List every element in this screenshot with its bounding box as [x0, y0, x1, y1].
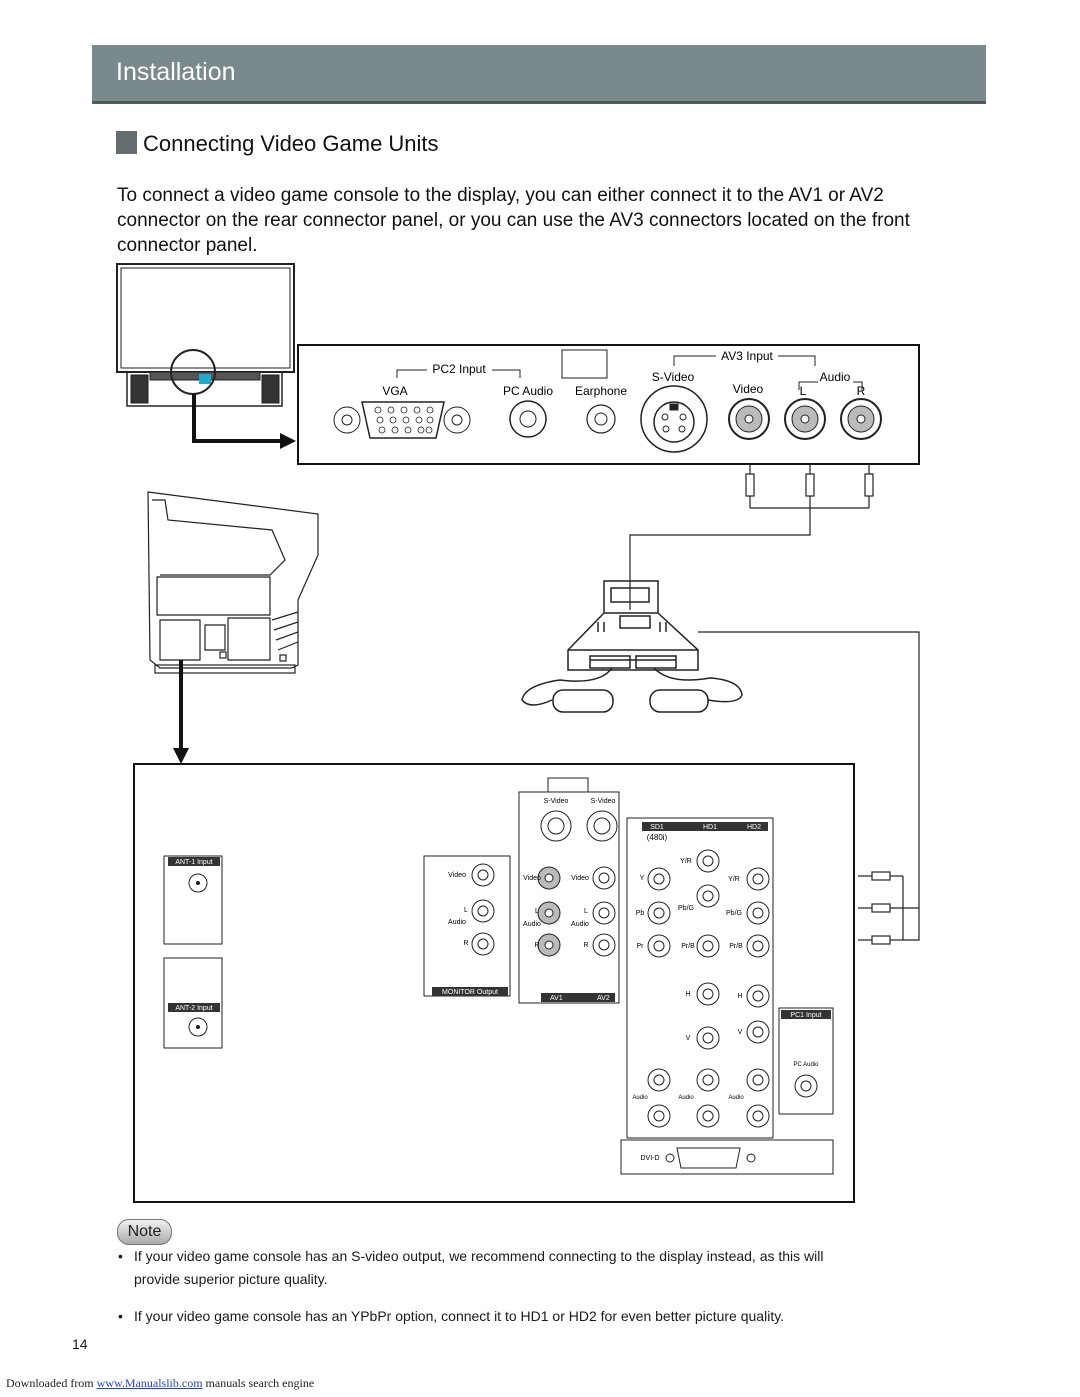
svg-text:Audio: Audio — [571, 921, 589, 928]
rear-connector-panel: ANT-1 Input ANT-2 Input MONITOR Output V… — [133, 763, 855, 1203]
audio-l-label: L — [800, 384, 807, 398]
game-console-icon — [521, 580, 743, 713]
svg-text:Audio: Audio — [678, 1095, 694, 1101]
earphone-label: Earphone — [575, 384, 627, 398]
av2-label: AV2 — [597, 995, 610, 1002]
svg-text:R: R — [583, 942, 588, 949]
svg-text:L: L — [584, 908, 588, 915]
pc-audio-jack-icon — [509, 400, 547, 438]
note-bullet-2-text: If your video game console has an YPbPr … — [134, 1308, 785, 1324]
svg-text:Audio: Audio — [632, 1095, 648, 1101]
audio-r-rca-icon — [840, 398, 882, 440]
svg-text:Audio: Audio — [523, 921, 541, 928]
tv-rear-view — [147, 491, 319, 674]
section-square-icon — [116, 131, 137, 154]
svg-text:R: R — [463, 940, 468, 947]
note-bullet-1-line1: If your video game console has an S-vide… — [134, 1248, 824, 1264]
note-badge: Note — [117, 1219, 172, 1245]
svg-text:Y/R: Y/R — [680, 858, 692, 865]
footer-prefix: Downloaded from — [6, 1376, 97, 1390]
svg-text:Pb/G: Pb/G — [726, 910, 742, 917]
av2-video-label: Video — [571, 875, 589, 882]
download-footer: Downloaded from www.Manualslib.com manua… — [6, 1376, 314, 1391]
svg-text:L: L — [464, 907, 468, 914]
footer-suffix: manuals search engine — [202, 1376, 315, 1390]
console-to-rear-cable — [698, 631, 920, 945]
vga-label: VGA — [382, 384, 407, 398]
section-header-bar: Installation — [92, 45, 986, 104]
video-rca-icon — [728, 398, 770, 440]
svg-text:R: R — [534, 942, 539, 949]
av3-cables — [629, 464, 874, 610]
av2-svideo-label: S-Video — [591, 798, 616, 805]
audio-l-rca-icon — [784, 398, 826, 440]
svg-text:Y/R: Y/R — [728, 876, 740, 883]
audio-r-label: R — [857, 384, 866, 398]
svg-text:V: V — [738, 1029, 743, 1036]
monitor-audio-label: Audio — [448, 919, 466, 926]
monitor-output-label: MONITOR Output — [442, 989, 498, 996]
av1-video-label: Video — [523, 875, 541, 882]
note-bullet-1-line2: provide superior picture quality. — [134, 1271, 328, 1287]
note-badge-label: Note — [127, 1223, 162, 1240]
header-title: Installation — [116, 58, 236, 86]
connection-diagram: PC2 Input VGA PC Audio Earphone AV3 Inpu… — [116, 263, 920, 1203]
pc1-input-label: PC1 Input — [790, 1012, 821, 1019]
svg-text:Audio: Audio — [728, 1095, 744, 1101]
svg-text:Y: Y — [640, 875, 645, 882]
sd1-label: SD1 — [650, 824, 664, 831]
av3-input-label: AV3 Input — [721, 349, 773, 363]
dvi-d-label: DVI-D — [640, 1155, 659, 1162]
av1-label: AV1 — [550, 995, 563, 1002]
svg-text:H: H — [737, 993, 742, 1000]
intro-paragraph: To connect a video game console to the d… — [117, 185, 910, 256]
ant2-label: ANT-2 Input — [175, 1005, 212, 1012]
pc-audio-rear-label: PC Audio — [793, 1062, 819, 1068]
front-arrow — [192, 394, 296, 449]
earphone-jack-icon — [586, 404, 616, 434]
svg-text:Pr: Pr — [637, 943, 645, 950]
note-bullet-2: •If your video game console has an YPbPr… — [118, 1308, 785, 1324]
audio-label: Audio — [820, 370, 851, 384]
tv-front-view — [116, 263, 295, 407]
hd1-label: HD1 — [703, 824, 717, 831]
manualslib-link[interactable]: www.Manualslib.com — [96, 1376, 203, 1390]
note-bullet-1: •If your video game console has an S-vid… — [118, 1248, 824, 1287]
av1-svideo-label: S-Video — [544, 798, 569, 805]
rear-arrow — [173, 660, 189, 764]
480i-label: (480i) — [647, 833, 668, 842]
hd2-label: HD2 — [747, 824, 761, 831]
svg-text:V: V — [686, 1035, 691, 1042]
pc2-input-label: PC2 Input — [432, 362, 486, 376]
svg-text:Pb: Pb — [636, 910, 645, 917]
svideo-label: S-Video — [652, 370, 695, 384]
monitor-video-label: Video — [448, 872, 466, 879]
vga-port-icon — [333, 401, 471, 439]
svg-text:Pr/B: Pr/B — [681, 943, 695, 950]
video-label: Video — [733, 382, 764, 396]
svg-text:H: H — [685, 991, 690, 998]
section-title: Connecting Video Game Units — [143, 131, 439, 156]
svideo-port-icon — [640, 385, 708, 453]
front-connector-panel: PC2 Input VGA PC Audio Earphone AV3 Inpu… — [297, 344, 920, 465]
page-number: 14 — [72, 1336, 88, 1352]
svg-text:L: L — [535, 908, 539, 915]
ant1-label: ANT-1 Input — [175, 859, 212, 866]
svg-text:Pr/B: Pr/B — [729, 943, 743, 950]
pc-audio-label: PC Audio — [503, 384, 553, 398]
svg-text:Pb/G: Pb/G — [678, 905, 694, 912]
